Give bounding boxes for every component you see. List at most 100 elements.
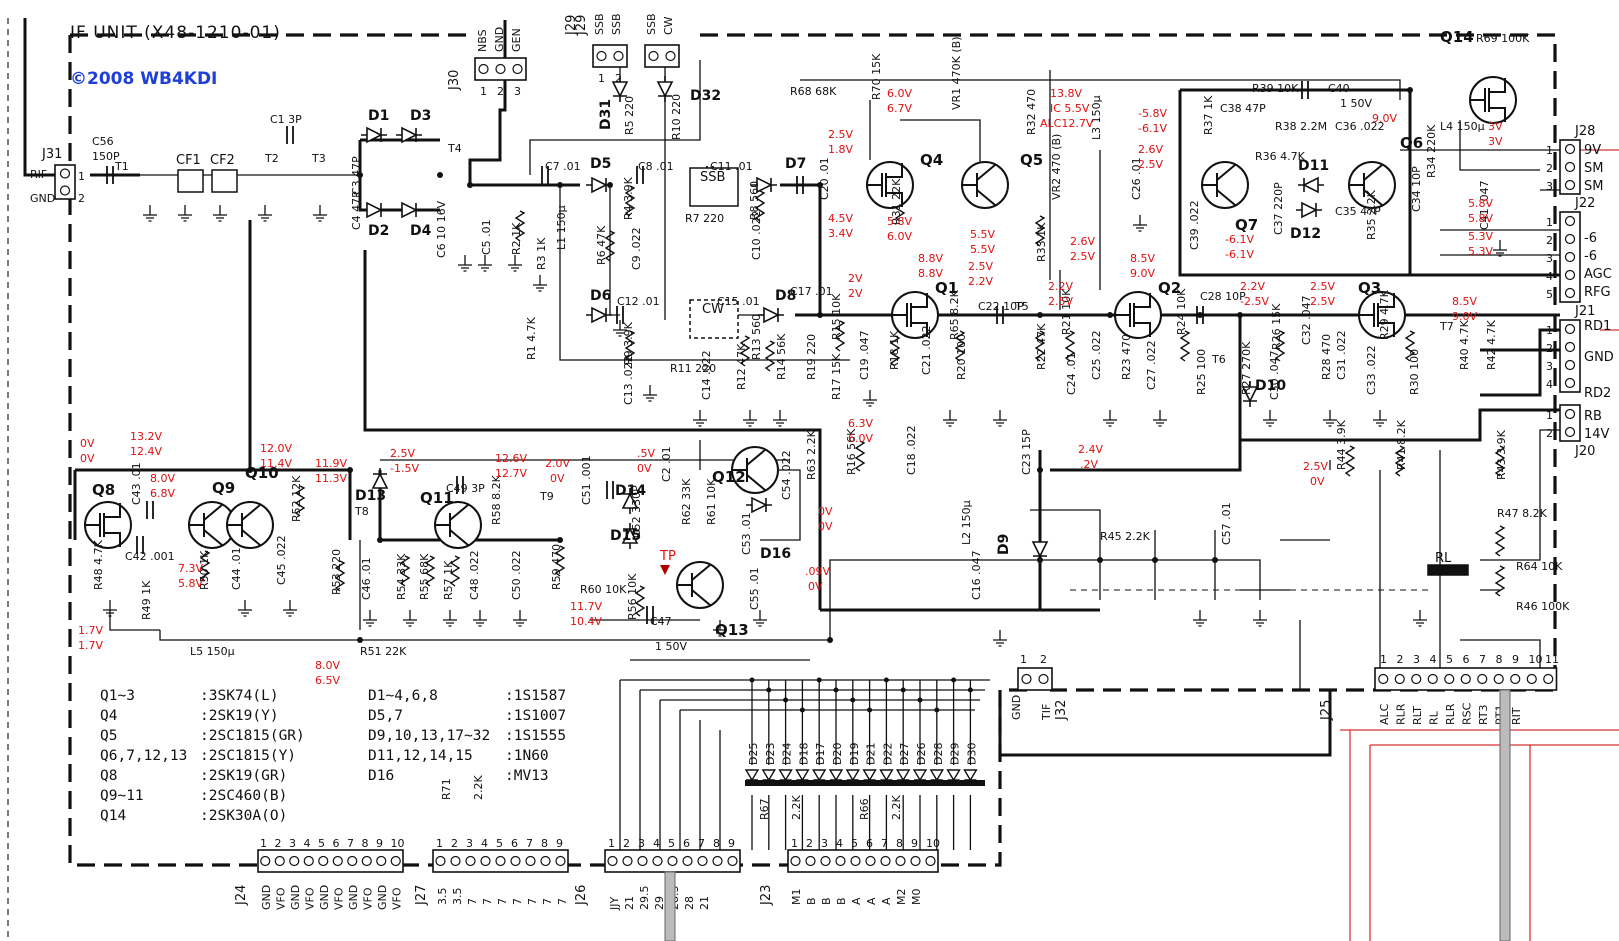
label-l5: L5 150μ bbox=[190, 645, 235, 658]
label-c4: C4 47P bbox=[350, 191, 363, 230]
label-r34: R34 220K bbox=[1425, 124, 1438, 178]
j26-pin-num: 6 bbox=[683, 837, 690, 850]
band-diode-label: D20 bbox=[831, 743, 844, 765]
voltage-q1f: 2V bbox=[848, 287, 863, 300]
j26-pin-label: 29.5 bbox=[638, 886, 651, 911]
j27-pin-label: 7 bbox=[511, 898, 524, 905]
j24-pin bbox=[303, 855, 314, 867]
diode-label-d15: D15 bbox=[610, 528, 641, 544]
j25-pin-num: 11 bbox=[1545, 653, 1559, 666]
j21-pin bbox=[1564, 377, 1576, 389]
label-c40: C40 bbox=[1328, 82, 1350, 95]
diode-label-d4: D4 bbox=[410, 223, 432, 239]
j25-pin bbox=[1510, 673, 1521, 685]
resistor-mark-18 bbox=[399, 555, 411, 587]
diode-d8 bbox=[758, 306, 784, 324]
label-r70: R70 15K bbox=[870, 53, 883, 100]
voltage-q7a: -5.8V bbox=[1138, 107, 1167, 120]
parts-legend: Q1~3:3SK74(L)Q4:2SK19(Y)Q5:2SC1815(GR)Q6… bbox=[100, 688, 566, 824]
j25-pin bbox=[1378, 673, 1389, 685]
resistor-mark-17 bbox=[334, 560, 346, 592]
j24-pin-label: VFO bbox=[362, 887, 375, 910]
diode-d5 bbox=[586, 176, 612, 194]
voltage-r63a: 6.3V bbox=[848, 417, 873, 430]
j24-pin-num: 10 bbox=[391, 837, 405, 850]
j29-pin-label: SSB bbox=[645, 13, 658, 35]
diode-label-d8: D8 bbox=[775, 288, 796, 304]
label-c26: C26 .01 bbox=[1130, 157, 1143, 200]
j24-name: J24 bbox=[234, 885, 249, 906]
junction-dot-9 bbox=[1197, 312, 1203, 318]
ground-mark-37 bbox=[1493, 240, 1507, 257]
j26-pin-num: 1 bbox=[608, 837, 615, 850]
voltage-q5e: 5.5V bbox=[970, 243, 995, 256]
j27-pin bbox=[480, 855, 491, 867]
transistor-label-q4: Q4 bbox=[920, 151, 943, 169]
voltage-r48a: 1.7V bbox=[78, 624, 103, 637]
voltage-d16b: 0V bbox=[808, 580, 823, 593]
voltage-q8a: 0V bbox=[80, 437, 95, 450]
voltage-r63b: 6.0V bbox=[848, 432, 873, 445]
ground-mark-14 bbox=[863, 390, 877, 407]
diode-label-d31: D31 bbox=[598, 99, 614, 130]
voltage-q7f: -6.1V bbox=[1225, 248, 1254, 261]
label-r32: R32 470 bbox=[1025, 89, 1038, 135]
label-c36: C36 .022 bbox=[1335, 120, 1385, 133]
transistor-label-q7: Q7 bbox=[1235, 216, 1258, 234]
band-diode-label: D27 bbox=[898, 743, 911, 765]
j26-pin-label: 29 bbox=[653, 896, 666, 910]
j27-pin bbox=[525, 855, 536, 867]
band-diode-d19: D19 bbox=[845, 680, 861, 850]
label-c11: C11 .01 bbox=[710, 160, 753, 173]
j24-pin-num: 5 bbox=[318, 837, 325, 850]
label-r4: R4 3.9K bbox=[622, 176, 635, 220]
junction-dot-11 bbox=[1407, 87, 1413, 93]
j25-pin-label: RL bbox=[1428, 710, 1441, 725]
j24-pin-num: 1 bbox=[260, 837, 267, 850]
resistor-mark-1 bbox=[624, 185, 636, 217]
label-c44: C44 .01 bbox=[230, 547, 243, 590]
label-c55: C55 .01 bbox=[748, 567, 761, 610]
transistor-label-q3: Q3 bbox=[1358, 279, 1381, 297]
transistor-label-q14: Q14 bbox=[1440, 28, 1474, 46]
label-c8: C8 .01 bbox=[638, 160, 674, 173]
ground-mark-2 bbox=[213, 205, 227, 222]
j21-pin bbox=[1564, 359, 1576, 371]
voltage-j22b: 5.8V bbox=[1468, 212, 1493, 225]
junction-dot-13 bbox=[347, 467, 353, 473]
voltage-q4b: 6.7V bbox=[887, 102, 912, 115]
voltage-q10b: 11.4V bbox=[260, 457, 292, 470]
j24-pin-label: GND bbox=[347, 885, 360, 910]
resistor-mark-0 bbox=[514, 210, 526, 242]
label-r16: R16 56K bbox=[845, 428, 858, 475]
j20-pin bbox=[1564, 408, 1576, 420]
j26-pin-num: 8 bbox=[713, 837, 720, 850]
j25-name: J25 bbox=[1319, 700, 1334, 721]
diode-d7 bbox=[751, 176, 777, 194]
voltage-q3f: 9.0V bbox=[1452, 310, 1477, 323]
j23-pin bbox=[865, 855, 876, 867]
transistor-q11: Q11 bbox=[420, 489, 482, 549]
j27-pin-label: 3.5 bbox=[451, 888, 464, 906]
label-r69: R69 100K bbox=[1476, 32, 1530, 45]
voltage-r65b: 8.8V bbox=[918, 267, 943, 280]
j28-pin-label: SM bbox=[1584, 179, 1603, 194]
band-diode-label: D28 bbox=[932, 743, 945, 765]
legend-left-value: :3SK74(L) bbox=[200, 688, 279, 704]
voltage-q1a: 2.5V bbox=[828, 128, 853, 141]
label-r14: R14 56K bbox=[775, 333, 788, 380]
j23-pin-num: 8 bbox=[896, 837, 903, 850]
ground-mark-10 bbox=[643, 385, 657, 402]
j22-pin-num: 5 bbox=[1546, 288, 1553, 301]
relay-label: RL bbox=[1435, 551, 1452, 566]
band-diode-label: D19 bbox=[848, 743, 861, 765]
label-c24: C24 .01 bbox=[1065, 352, 1078, 395]
j24-pin-num: 4 bbox=[304, 837, 311, 850]
capacitor-mark-1 bbox=[286, 126, 294, 144]
j26-pin bbox=[712, 855, 723, 867]
voltage-q7b: -6.1V bbox=[1138, 122, 1167, 135]
label-c43: C43 .01 bbox=[130, 462, 143, 505]
label-c50: C50 .022 bbox=[510, 550, 523, 600]
